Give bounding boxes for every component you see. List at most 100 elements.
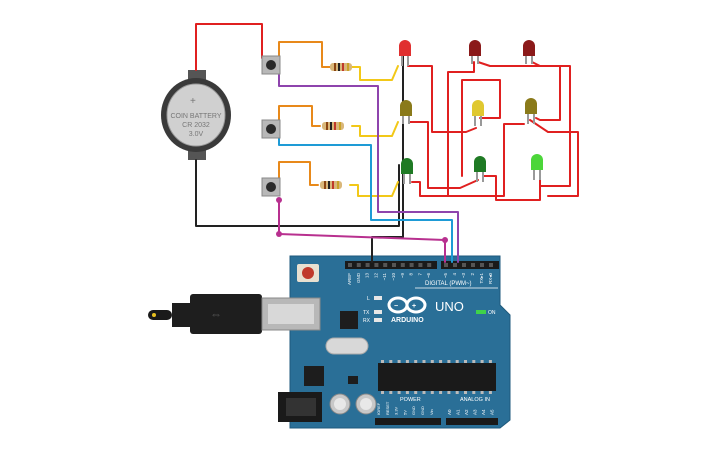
digital-pin-hole[interactable] [400,263,405,267]
digital-pin-hole[interactable] [444,263,448,267]
digital-pin-label: GND [356,272,361,283]
led-yellow-2[interactable] [472,100,484,126]
digital-pin-hole[interactable] [374,263,379,267]
wire-yellow-3[interactable] [349,181,399,197]
coin-battery[interactable]: + COIN BATTERY CR 2032 3.0V [161,70,231,160]
digital-pin-label: TX▸1 [479,273,484,284]
atmega-chip-pins [381,360,492,394]
digital-pin-label: ~5 [443,273,448,279]
digital-pin-hole[interactable] [356,263,361,267]
digital-pin-label: ~6 [426,273,431,279]
resistor-2[interactable] [322,122,344,130]
wire-yellow-1[interactable] [351,65,399,81]
wire-battery-positive[interactable] [195,23,269,71]
digital-pin-label: RX◂0 [488,273,493,285]
wire-red-row2-b[interactable] [461,79,501,177]
digital-pin-hole[interactable] [383,263,388,267]
wire-red-row2-a[interactable] [409,121,479,189]
digital-pin-label: ~11 [382,273,387,281]
battery-label-line1: COIN BATTERY [170,113,221,120]
voltage-regulator [304,366,324,386]
wire-purple[interactable] [278,74,459,263]
resistor-1[interactable] [330,63,352,71]
l-led-label: L [367,296,370,302]
analog-pin-label: A2 [464,409,469,415]
wire-red-row3-c[interactable] [529,119,579,197]
digital-pin-hole[interactable] [365,263,370,267]
digital-pin-label: ~3 [461,273,466,279]
digital-pin-hole[interactable] [392,263,396,267]
led-red-1[interactable] [399,40,411,66]
wire-battery-ground[interactable] [195,159,400,227]
digital-label: DIGITAL (PWM~) [425,281,472,287]
wire-blue[interactable] [278,136,453,263]
digital-pin-label: 7 [417,273,422,276]
crystal-oscillator [325,337,369,355]
digital-pin-hole[interactable] [418,263,423,267]
digital-header-left[interactable] [345,261,437,269]
digital-pin-holes [348,263,493,267]
digital-pin-hole[interactable] [489,263,493,267]
wire-red-row3-b[interactable] [483,175,541,201]
power-pin-label: 5V [402,410,407,415]
atmega-chip [378,363,496,391]
analog-pin-label: A5 [490,409,495,415]
digital-pin-hole[interactable] [480,263,484,267]
wire-red-row3-a[interactable] [411,181,449,197]
digital-pin-label: 8 [409,273,414,276]
led-green-2[interactable] [474,156,486,182]
digital-pin-hole[interactable] [409,263,414,267]
l-led [374,296,382,300]
pushbutton-1[interactable] [261,55,281,75]
svg-text:−: − [394,303,398,310]
wire-red-row1-c[interactable] [531,61,561,121]
pushbutton-3[interactable] [261,177,281,197]
wire-magenta[interactable] [278,199,446,263]
wire-orange-3[interactable] [278,161,319,186]
battery-plus-sign: + [190,96,196,107]
analog-header[interactable] [446,418,498,425]
analog-pin-label: A4 [481,409,486,415]
resistor-3[interactable] [320,181,342,189]
reset-button-cap [302,267,314,279]
digital-header-right[interactable] [441,261,499,269]
led-green-1[interactable] [401,158,413,184]
wires [195,23,579,263]
led-yellow-1[interactable] [400,100,412,124]
tx-led [374,310,382,314]
led-darkred-3[interactable] [523,40,535,64]
rx-led [374,318,382,322]
digital-pin-hole[interactable] [453,263,457,267]
analog-pin-label: A1 [456,409,461,415]
power-header[interactable] [375,418,441,425]
digital-pin-hole[interactable] [471,263,475,267]
analog-pin-label: A3 [473,409,478,415]
usb-cable[interactable]: ⇔ [148,294,321,334]
digital-pin-hole[interactable] [348,263,352,267]
led-green-3[interactable] [531,154,543,180]
pushbutton-2[interactable] [261,119,281,139]
power-pin-label: GND [420,406,425,415]
digital-pin-hole[interactable] [462,263,466,267]
digital-pin-hole[interactable] [427,263,432,267]
digital-pin-label: 4 [452,273,457,276]
usb-chip [340,311,358,329]
usb-cable-end [148,310,172,320]
wire-red-row1-a[interactable] [407,65,477,133]
battery-label-line2: CR 2032 [182,122,210,129]
power-pin-label: GND [411,406,416,415]
led-darkred-2[interactable] [469,40,481,64]
arduino-model: UNO [435,299,464,314]
digital-pin-label: ~10 [391,273,396,281]
wire-orange-1[interactable] [278,41,331,68]
digital-pin-label: AREF [347,273,352,285]
usb-symbol-icon: ⇔ [210,307,222,321]
wire-orange-2[interactable] [278,105,321,127]
led-yellow-3[interactable] [525,98,537,124]
wire-yellow-2[interactable] [351,121,399,137]
svg-text:+: + [412,303,416,310]
power-pin-label: RESET [385,401,390,415]
